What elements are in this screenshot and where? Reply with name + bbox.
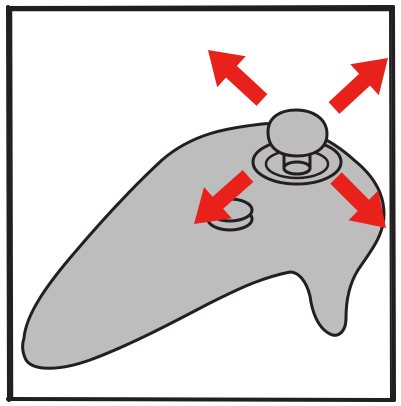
controller-diagram: [0, 0, 401, 406]
illustration-canvas: [0, 0, 401, 406]
